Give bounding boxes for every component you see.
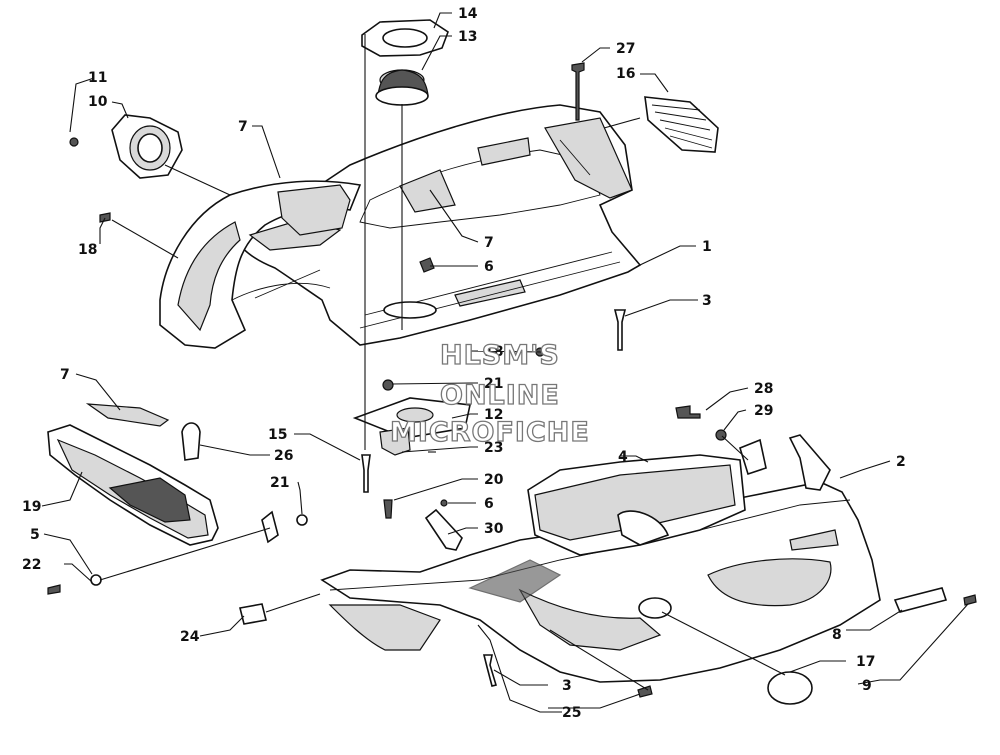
- callout-23: 23: [484, 440, 503, 456]
- callout-1: 1: [702, 239, 712, 255]
- callout-24: 24: [180, 629, 200, 645]
- callout-3-top: 3: [702, 293, 712, 309]
- watermark-line-1: HLSM'S: [440, 340, 560, 371]
- screw-9-part: [963, 594, 977, 606]
- washer-5-part: [90, 574, 102, 586]
- callout-27: 27: [616, 41, 635, 57]
- decal-left-part: [85, 403, 170, 427]
- vent-grille-part: [644, 96, 719, 153]
- callout-2: 2: [896, 454, 906, 470]
- tab-29-part: [739, 438, 767, 476]
- decal-upper-part: [277, 184, 351, 236]
- bolt-20-part: [383, 499, 393, 519]
- callout-13: 13: [458, 29, 477, 45]
- bolt-28-part: [675, 405, 701, 419]
- rear-bracket-part: [788, 434, 831, 491]
- callout-16: 16: [616, 66, 635, 82]
- watermark-line-2: ONLINE: [440, 380, 560, 411]
- callout-7-left: 7: [60, 367, 70, 383]
- callout-20: 20: [484, 472, 504, 488]
- bolt-22-part: [47, 584, 61, 595]
- callout-22: 22: [22, 557, 41, 573]
- callout-29: 29: [754, 403, 773, 419]
- bracket-24-part: [239, 603, 267, 625]
- callout-17: 17: [856, 654, 875, 670]
- nut-21-part: [296, 514, 308, 526]
- callout-25: 25: [562, 705, 581, 721]
- callout-labels: 14 13 27 16 11 10 7 18 7 6 1 3 18 21 12 …: [22, 6, 906, 721]
- rod-15-part: [361, 454, 371, 493]
- nut-6-lower-part: [440, 499, 448, 507]
- callout-30: 30: [484, 521, 504, 537]
- rivet-3-lower-part: [482, 654, 498, 687]
- floor-pan-part: [527, 454, 746, 556]
- mount-plate-part: [352, 379, 471, 456]
- bracket-30-part: [424, 508, 463, 551]
- dash-panel-part: [238, 104, 642, 346]
- callout-6-top: 6: [484, 259, 494, 275]
- leader-lines: [41, 12, 969, 713]
- rivet-3-upper-part: [613, 309, 627, 351]
- nut-6-upper-part: [419, 257, 435, 273]
- callout-6-lower: 6: [484, 496, 494, 512]
- belly-pan-part: [320, 481, 881, 683]
- screw-27-part: [571, 62, 585, 121]
- callout-18-center: 18: [484, 344, 503, 360]
- callout-12: 12: [484, 407, 503, 423]
- callout-4: 4: [618, 449, 628, 465]
- headlight-housing-part: [69, 114, 183, 179]
- callout-5: 5: [30, 527, 40, 543]
- clip-26-part: [181, 422, 201, 461]
- watermark-line-3: MICROFICHE: [390, 417, 590, 448]
- callout-14: 14: [458, 6, 478, 22]
- callout-10: 10: [88, 94, 108, 110]
- callout-9: 9: [862, 678, 872, 694]
- callout-3-bottom: 3: [562, 678, 572, 694]
- lens-8-part: [893, 587, 948, 613]
- plug-17-part: [767, 671, 813, 705]
- bolt-18-left-part: [99, 212, 111, 223]
- callout-18-left: 18: [78, 242, 97, 258]
- callout-7-top: 7: [238, 119, 248, 135]
- callout-11: 11: [88, 70, 107, 86]
- front-nose-part: [47, 424, 219, 546]
- watermark: HLSM'S ONLINE MICROFICHE: [389, 339, 590, 448]
- callout-7-mid: 7: [484, 235, 494, 251]
- callout-28: 28: [754, 381, 773, 397]
- bracket-21-part: [261, 510, 279, 544]
- callout-15: 15: [268, 427, 287, 443]
- callout-21-left: 21: [270, 475, 289, 491]
- boot-grommet-part: [361, 19, 449, 106]
- callout-19: 19: [22, 499, 41, 515]
- callout-21-center: 21: [484, 376, 503, 392]
- callout-26: 26: [274, 448, 293, 464]
- callout-8: 8: [832, 627, 842, 643]
